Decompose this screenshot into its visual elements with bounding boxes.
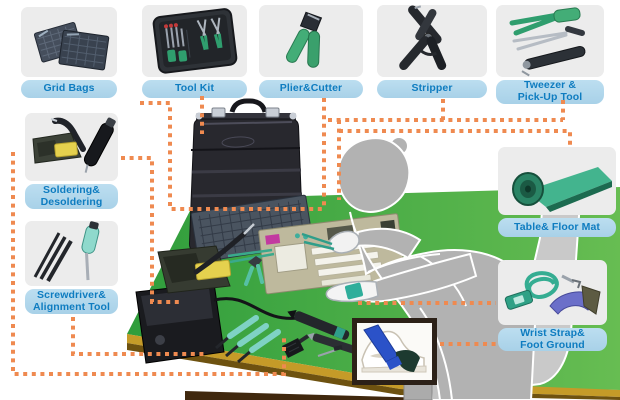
wrist-strap-label: Wrist Strap& Foot Ground <box>498 327 607 351</box>
card-tweezer-pickup[interactable]: Tweezer & Pick-Up Tool <box>496 5 604 104</box>
card-soldering[interactable]: Soldering& Desoldering <box>25 113 118 209</box>
tool-kit-image <box>142 5 247 77</box>
card-grid-bags[interactable]: Grid Bags <box>21 7 117 98</box>
plier-cutter-image <box>259 5 363 77</box>
plier-cutter-label: Plier&Cutter <box>259 80 363 98</box>
screwdriver-label: Screwdriver& Alignment Tool <box>25 289 118 314</box>
table-floor-mat-image <box>498 147 616 215</box>
wrist-strap-on-wrist <box>344 282 364 300</box>
stripper-label: Stripper <box>377 80 487 98</box>
tweezer-pickup-label: Tweezer & Pick-Up Tool <box>496 79 604 104</box>
technician-hands <box>301 230 379 303</box>
soldering-image <box>25 113 118 181</box>
card-wrist-strap[interactable]: Wrist Strap& Foot Ground <box>498 260 607 351</box>
grid-bags-image <box>21 7 117 77</box>
tool-kit-label: Tool Kit <box>142 80 247 98</box>
card-table-floor-mat[interactable]: Table& Floor Mat <box>498 147 616 237</box>
screwdriver-image <box>25 221 118 286</box>
soldering-label: Soldering& Desoldering <box>25 184 118 209</box>
stripper-image <box>377 5 487 77</box>
tweezer-pickup-image <box>496 5 604 77</box>
card-plier-cutter[interactable]: Plier&Cutter <box>259 5 363 98</box>
card-screwdriver[interactable]: Screwdriver& Alignment Tool <box>25 221 118 314</box>
wrist-strap-image <box>498 260 607 325</box>
card-tool-kit[interactable]: Tool Kit <box>142 5 247 98</box>
foot-ground-inset-photo <box>352 318 437 385</box>
table-floor-mat-label: Table& Floor Mat <box>498 218 616 237</box>
esd-pens-and-brush <box>282 310 360 358</box>
grid-bags-label: Grid Bags <box>21 80 117 98</box>
card-stripper[interactable]: Stripper <box>377 5 487 98</box>
